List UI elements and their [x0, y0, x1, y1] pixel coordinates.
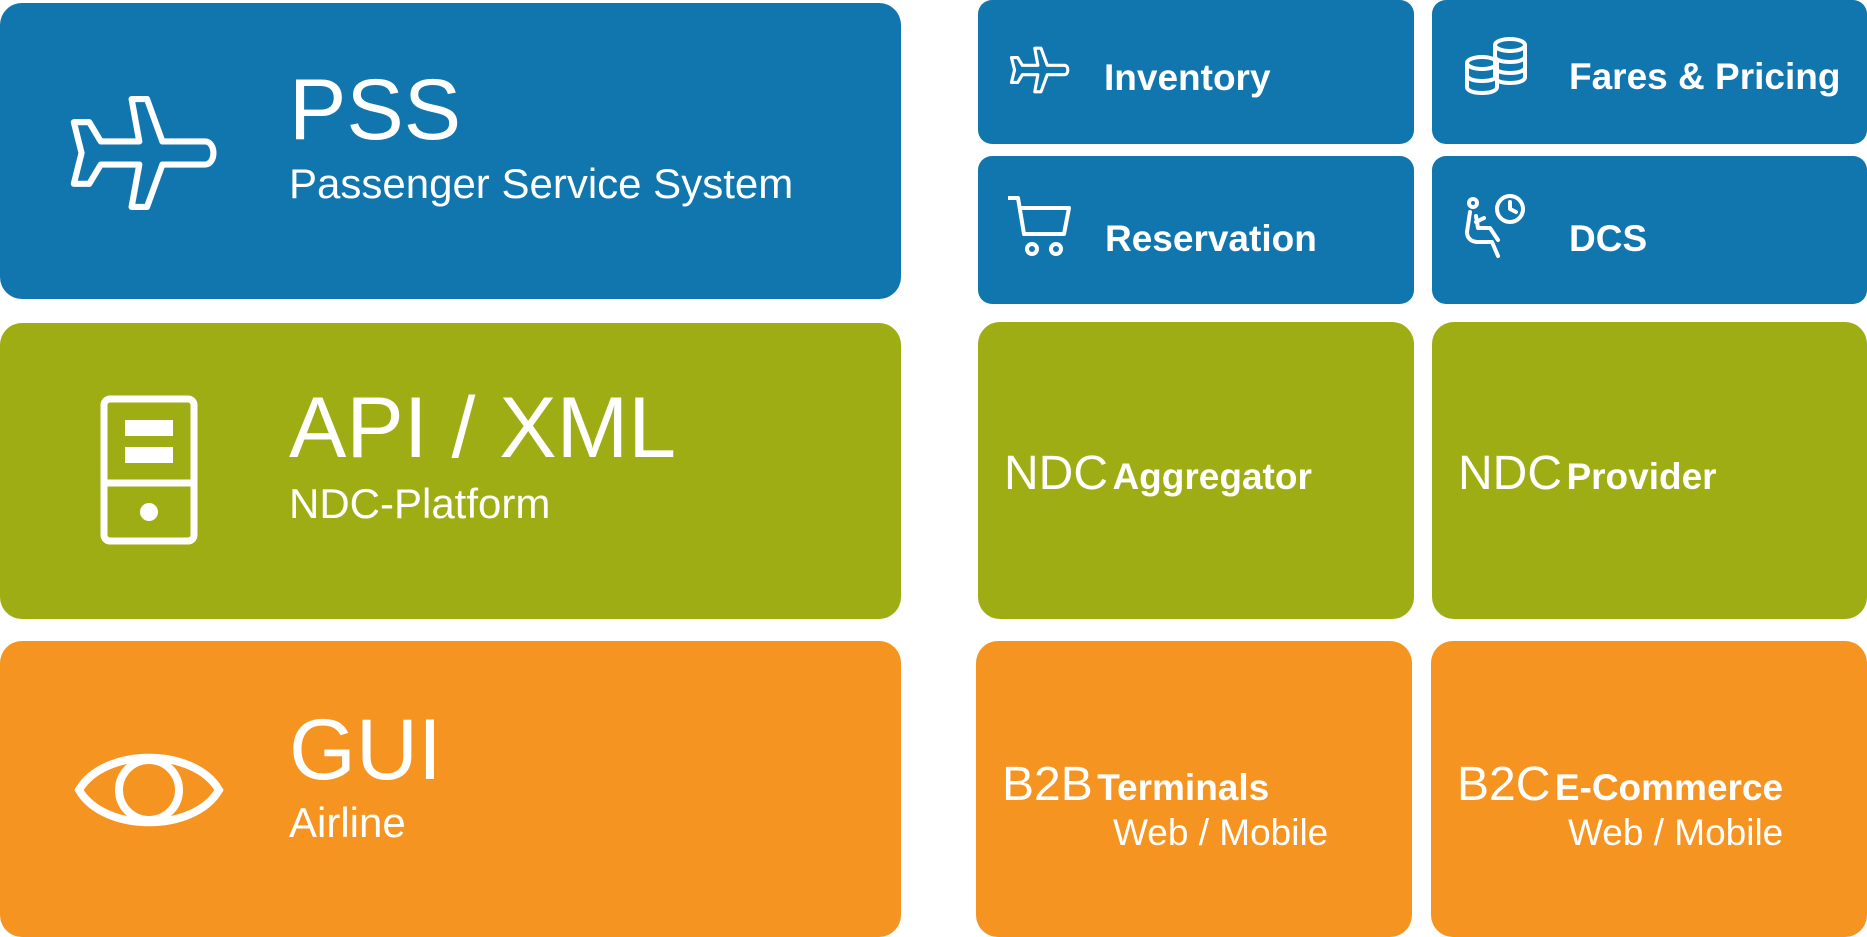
b2b-label: Terminals: [1097, 767, 1270, 808]
seated-passenger-clock-icon: [1462, 194, 1530, 265]
b2c-line: B2C E-Commerce: [1457, 761, 1783, 809]
reservation-label: Reservation: [1105, 218, 1317, 259]
ndc-aggregator-tile: NDC Aggregator: [978, 322, 1414, 619]
gui-subtitle: Airline: [289, 799, 406, 846]
api-title: API / XML: [289, 380, 677, 476]
b2c-tile: B2C E-Commerce Web / Mobile: [1431, 641, 1867, 937]
b2b-prefix: B2B: [1002, 758, 1093, 811]
ndc-aggregator-line: NDC Aggregator: [1004, 450, 1312, 498]
pss-title: PSS: [289, 62, 462, 158]
b2b-sub: Web / Mobile: [1113, 812, 1329, 853]
cart-icon: [1006, 194, 1072, 265]
b2c-sub: Web / Mobile: [1568, 812, 1784, 853]
ndc-provider-prefix: NDC: [1458, 447, 1562, 500]
fares-label: Fares & Pricing: [1569, 56, 1841, 97]
ndc-aggregator-prefix: NDC: [1004, 447, 1108, 500]
ndc-provider-tile: NDC Provider: [1432, 322, 1867, 619]
ndc-aggregator-label: Aggregator: [1112, 456, 1312, 497]
coins-icon: [1462, 36, 1532, 101]
api-subtitle: NDC-Platform: [289, 480, 551, 527]
gui-title: GUI: [289, 702, 442, 798]
pss-layer: PSS Passenger Service System: [0, 3, 901, 299]
b2b-tile: B2B Terminals Web / Mobile: [976, 641, 1412, 937]
fares-module: Fares & Pricing: [1432, 0, 1867, 144]
pss-subtitle: Passenger Service System: [289, 160, 794, 207]
ndc-provider-label: Provider: [1566, 456, 1717, 497]
api-layer: API / XML NDC-Platform: [0, 323, 901, 619]
inventory-module: Inventory: [978, 0, 1414, 144]
inventory-label: Inventory: [1104, 57, 1271, 98]
ndc-provider-line: NDC Provider: [1458, 450, 1717, 498]
reservation-module: Reservation: [978, 156, 1414, 304]
dcs-label: DCS: [1569, 218, 1648, 259]
server-icon: [100, 395, 198, 550]
dcs-module: DCS: [1432, 156, 1867, 304]
eye-icon: [74, 739, 224, 846]
b2c-prefix: B2C: [1457, 758, 1551, 811]
b2b-line: B2B Terminals: [1002, 761, 1269, 809]
b2c-label: E-Commerce: [1554, 767, 1784, 808]
gui-layer: GUI Airline: [0, 641, 901, 937]
airplane-icon: [70, 83, 224, 228]
airplane-icon: [1008, 42, 1074, 103]
